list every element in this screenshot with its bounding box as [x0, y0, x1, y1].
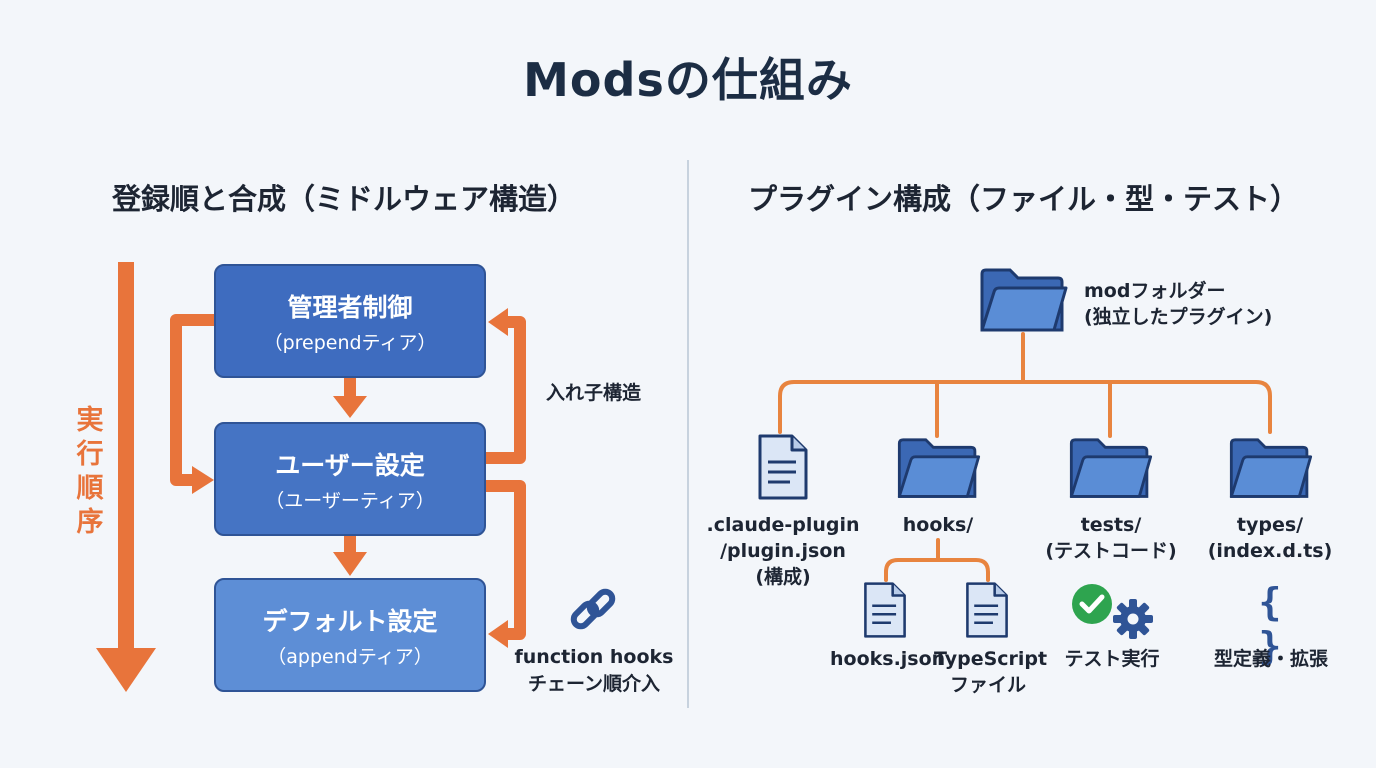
types-label-line1: types/	[1236, 514, 1304, 536]
tests-label-line1: tests/	[1080, 514, 1142, 536]
nested-structure-label: 入れ子構造	[546, 382, 642, 404]
right-section-heading: プラグイン構成（ファイル・型・テスト）	[748, 182, 1300, 216]
folder-icon	[897, 438, 981, 498]
braces-icon: { }	[1258, 580, 1282, 668]
ts-label-line1: TypeScript	[934, 648, 1048, 670]
tier-admin-control: 管理者制御 （prependティア）	[214, 264, 486, 378]
tier-name: 管理者制御	[287, 293, 413, 322]
function-hooks-line1: function hooks	[514, 646, 674, 668]
chain-loop-arrow	[486, 480, 526, 648]
tests-folder-label: tests/ (テストコード)	[1036, 512, 1186, 564]
root-label-line1: modフォルダー	[1084, 280, 1226, 302]
types-folder-label: types/ (index.d.ts)	[1200, 512, 1340, 564]
folder-icon	[1069, 438, 1153, 498]
plugin-label-line3: (構成)	[755, 566, 811, 588]
hooks-folder-label: hooks/	[902, 514, 974, 536]
tier-name: ユーザー設定	[275, 451, 425, 480]
ts-label-line2: ファイル	[949, 674, 1026, 696]
plugin-label-line1: .claude-plugin	[706, 514, 860, 536]
tier-sub: （appendティア）	[267, 646, 433, 668]
test-run-label: テスト実行	[1064, 648, 1160, 670]
folder-icon	[980, 268, 1068, 332]
tier-sub: （prependティア）	[263, 332, 437, 354]
root-label-line2: (独立したプラグイン)	[1084, 306, 1273, 328]
left-loop-arrow	[170, 314, 214, 494]
left-section-heading: 登録順と合成（ミドルウェア構造）	[112, 182, 577, 216]
tier-sub: （ユーザーティア）	[265, 490, 435, 512]
document-icon	[758, 434, 808, 500]
function-hooks-label: function hooks チェーン順介入	[512, 644, 676, 698]
tests-label-line2: (テストコード)	[1045, 540, 1177, 562]
left-connectors	[96, 262, 526, 692]
root-folder-label: modフォルダー (独立したプラグイン)	[1084, 278, 1272, 330]
check-circle-icon	[1072, 584, 1112, 624]
link-icon	[570, 588, 616, 630]
gear-icon	[1113, 599, 1153, 639]
typescript-file-label: TypeScript ファイル	[934, 646, 1048, 698]
types-label-line2: (index.d.ts)	[1207, 540, 1333, 562]
document-icon	[864, 582, 906, 638]
hooks-json-label: hooks.json	[830, 648, 946, 670]
tier-name: デフォルト設定	[262, 607, 438, 636]
plugin-json-label: .claude-plugin /plugin.json (構成)	[700, 512, 866, 590]
folder-icon	[1229, 438, 1313, 498]
tier-default-settings: デフォルト設定 （appendティア）	[214, 578, 486, 692]
tree-connectors	[778, 332, 1272, 582]
section-divider	[687, 160, 689, 708]
plugin-label-line2: /plugin.json	[720, 540, 846, 562]
type-definition-label: 型定義・拡張	[1213, 648, 1328, 670]
down-arrow-2	[333, 536, 367, 576]
execution-order-arrow	[96, 262, 156, 692]
nested-loop-arrow	[486, 308, 526, 464]
tier-user-settings: ユーザー設定 （ユーザーティア）	[214, 422, 486, 536]
document-icon	[966, 582, 1008, 638]
page-title: Modsの仕組み	[523, 53, 853, 107]
function-hooks-line2: チェーン順介入	[527, 673, 661, 695]
down-arrow-1	[333, 378, 367, 418]
execution-order-label: 実 行 順 序	[76, 405, 104, 538]
